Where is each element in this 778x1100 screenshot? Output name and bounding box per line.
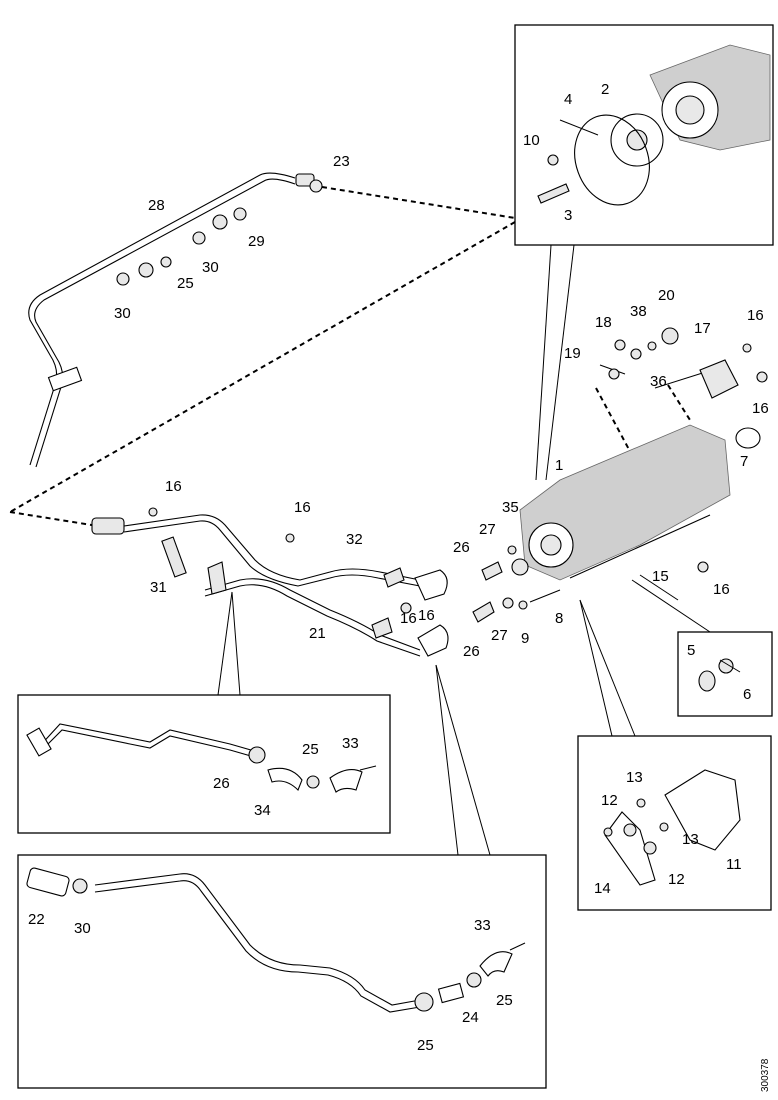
part-number-label: 16 — [294, 499, 311, 516]
part-number-label: 28 — [148, 197, 165, 214]
part-number-label: 4 — [564, 91, 572, 108]
part-number-label: 8 — [555, 610, 563, 627]
part-number-label: 25 — [417, 1037, 434, 1054]
part-number-label: 24 — [462, 1009, 479, 1026]
part-number-label: 3 — [564, 207, 572, 224]
part-number-label: 16 — [752, 400, 769, 417]
part-number-label: 35 — [502, 499, 519, 516]
part-number-label: 33 — [474, 917, 491, 934]
part-number-label: 13 — [626, 769, 643, 786]
part-number-label: 23 — [333, 153, 350, 170]
part-number-label: 10 — [523, 132, 540, 149]
pipe-variant-b — [26, 867, 526, 1013]
detail-box-bracket — [577, 735, 772, 911]
part-number-label: 33 — [342, 735, 359, 752]
part-number-label: 6 — [743, 686, 751, 703]
part-number-label: 29 — [248, 233, 265, 250]
part-number-label: 15 — [652, 568, 669, 585]
part-number-label: 16 — [418, 607, 435, 624]
part-number-label: 30 — [114, 305, 131, 322]
part-number-label: 18 — [595, 314, 612, 331]
part-number-label: 36 — [650, 373, 667, 390]
part-number-label: 16 — [747, 307, 764, 324]
part-number-label: 25 — [496, 992, 513, 1009]
part-number-label: 19 — [564, 345, 581, 362]
part-number-label: 26 — [213, 775, 230, 792]
bracket-detail — [603, 769, 741, 886]
part-number-label: 38 — [630, 303, 647, 320]
part-number-label: 25 — [302, 741, 319, 758]
part-number-label: 20 — [658, 287, 675, 304]
document-number: 300378 — [760, 1058, 771, 1092]
part-number-label: 26 — [463, 643, 480, 660]
main-pipe-assembly — [91, 507, 449, 657]
part-number-label: 27 — [479, 521, 496, 538]
part-number-label: 7 — [740, 453, 748, 470]
detail-box-pipe-variant-a — [17, 694, 391, 834]
part-number-label: 13 — [682, 831, 699, 848]
detail-box-pipe-variant-b — [17, 854, 547, 1089]
seal-detail — [698, 658, 741, 692]
part-number-label: 27 — [491, 627, 508, 644]
callout-leaders — [217, 244, 711, 856]
part-number-label: 31 — [150, 579, 167, 596]
part-number-label: 1 — [555, 457, 563, 474]
part-number-label: 21 — [309, 625, 326, 642]
part-number-label: 12 — [601, 792, 618, 809]
upper-return-pipe — [28, 172, 323, 468]
part-number-label: 12 — [668, 871, 685, 888]
part-number-label: 30 — [202, 259, 219, 276]
part-number-label: 32 — [346, 531, 363, 548]
pump-housing — [472, 327, 768, 623]
part-number-label: 9 — [521, 630, 529, 647]
part-number-label: 17 — [694, 320, 711, 337]
part-number-label: 16 — [400, 610, 417, 627]
part-number-label: 16 — [165, 478, 182, 495]
part-number-label: 11 — [726, 856, 742, 873]
pump-gear-detail — [537, 44, 771, 206]
part-number-label: 2 — [601, 81, 609, 98]
part-number-label: 26 — [453, 539, 470, 556]
detail-box-seal — [677, 631, 773, 717]
part-number-label: 34 — [254, 802, 271, 819]
part-number-label: 16 — [713, 581, 730, 598]
part-number-label: 14 — [594, 880, 611, 897]
part-number-label: 30 — [74, 920, 91, 937]
part-number-label: 22 — [28, 911, 45, 928]
part-number-label: 5 — [687, 642, 695, 659]
pipe-variant-a — [26, 723, 377, 793]
part-number-label: 25 — [177, 275, 194, 292]
